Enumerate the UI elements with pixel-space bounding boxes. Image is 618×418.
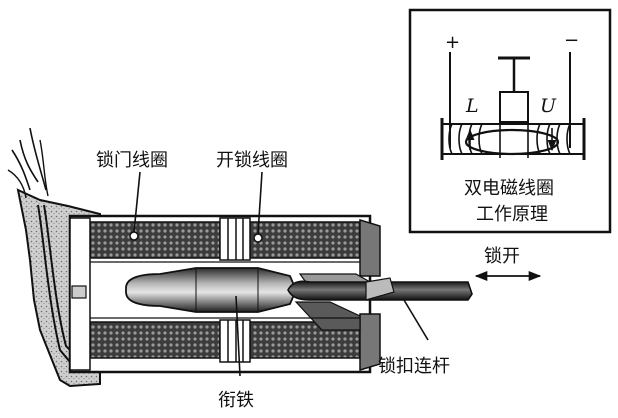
inset-title-line2: 工作原理 [476,204,548,225]
plus-sign: + [445,32,460,53]
armature [125,267,297,313]
inset-label-L: L [465,95,479,117]
solenoid-housing [68,214,381,374]
inset-principle-panel: + − L U 双电磁线圈 [408,8,612,234]
wiring-leads [37,204,241,363]
minus-sign: − [564,30,579,51]
inset-title-line1: 双电磁线圈 [464,178,554,199]
lock-coil-bottom [89,321,221,359]
label-lock-coil: 锁门线圈 [96,150,168,171]
unlock-coil-top [249,221,361,259]
inset-label-U: U [540,95,557,117]
label-link-rod: 锁扣连杆 [378,356,450,377]
leader-lines [133,171,429,377]
lock-link-rod [287,277,473,301]
lock-coil-top [89,221,221,259]
label-unlock-coil: 开锁线圈 [216,150,288,171]
label-lock-open: 锁开 [484,246,520,267]
coil-terminals [129,231,263,243]
label-armature: 衔铁 [218,390,254,411]
